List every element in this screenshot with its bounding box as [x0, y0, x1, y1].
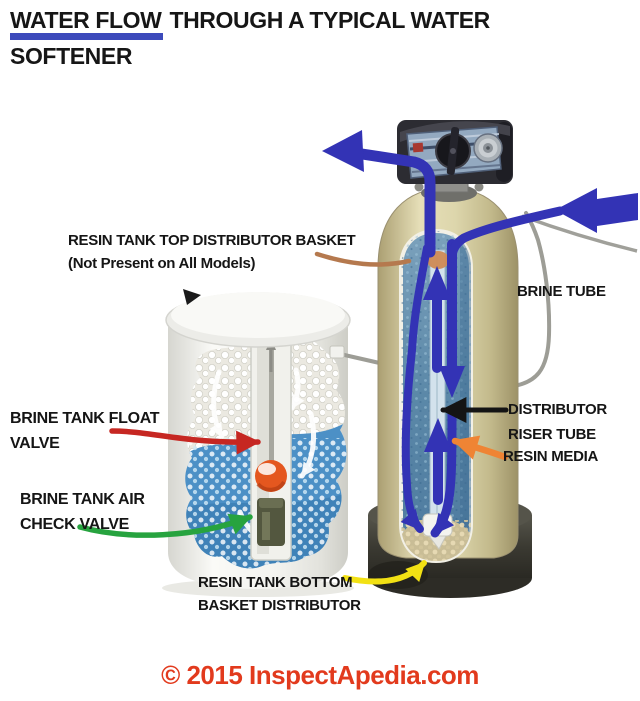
- label-brine-tube: BRINE TUBE: [517, 283, 606, 300]
- main-flow-arrows: [322, 130, 638, 263]
- flow-down-right-head: [439, 366, 465, 398]
- title-line-2: SOFTENER: [10, 43, 133, 69]
- resin-media-leader: [451, 435, 509, 461]
- air-check-leader: [77, 513, 253, 538]
- label-distributor-riser-tube: DISTRIBUTOR RISER TUBE: [508, 401, 607, 443]
- brine-tank: [162, 289, 354, 597]
- top-basket-leader: [314, 251, 412, 267]
- outlet-arrow: [322, 130, 364, 172]
- label-top-distributor-basket: RESIN TANK TOP DISTRIBUTOR BASKET (Not P…: [68, 232, 356, 272]
- lid-pointer-arrowhead: [183, 289, 201, 305]
- inlet-flow-line: [447, 206, 565, 263]
- page-title: WATER FLOW THROUGH A TYPICAL WATER SOFTE…: [10, 4, 550, 72]
- tank-flow-arrows: [400, 239, 465, 538]
- valve-red-label: [412, 142, 424, 153]
- valve-knob: [435, 127, 471, 175]
- outlet-pipe: [356, 148, 436, 258]
- bottom-basket-leader: [342, 560, 427, 585]
- label-brine-tank-air-check-valve: BRINE TANK AIR CHECK VALVE: [20, 491, 145, 533]
- flow-up-upper-head: [423, 266, 451, 300]
- label-brine-tank-float-valve: BRINE TANK FLOAT VALVE: [10, 410, 160, 452]
- brine-well: [250, 333, 292, 561]
- float-valve-leader: [109, 428, 261, 455]
- flow-up-lower-head: [424, 418, 452, 452]
- resin-tank-cutaway: [399, 228, 473, 564]
- copyright-notice: © 2015 InspectApedia.com: [161, 660, 479, 690]
- tank-fitting-left: [414, 182, 424, 192]
- brine-tank-lid: [165, 289, 351, 348]
- inlet-arrow-body: [597, 193, 638, 226]
- title-line-1: WATER FLOW THROUGH A TYPICAL WATER: [10, 4, 550, 40]
- resin-tank: [368, 120, 532, 598]
- flow-down-right-lower: [430, 407, 457, 538]
- brine-tube-fitting: [329, 345, 345, 359]
- title-underlined-phrase: WATER FLOW: [10, 8, 164, 40]
- label-bottom-basket-distributor: RESIN TANK BOTTOM BASKET DISTRIBUTOR: [198, 574, 361, 614]
- inlet-arrow-head: [555, 188, 597, 233]
- brine-tank-cutaway: [185, 333, 347, 569]
- control-valve: [397, 120, 513, 184]
- valve-timer-dial: [473, 133, 503, 163]
- tank-fitting-right: [474, 182, 484, 192]
- float-rod: [269, 342, 274, 470]
- flow-down-left: [400, 244, 431, 533]
- label-resin-media: RESIN MEDIA: [503, 448, 599, 465]
- label-leader-arrows: [77, 251, 509, 585]
- air-check-valve: [257, 498, 285, 546]
- title-rest: THROUGH A TYPICAL WATER: [169, 7, 490, 33]
